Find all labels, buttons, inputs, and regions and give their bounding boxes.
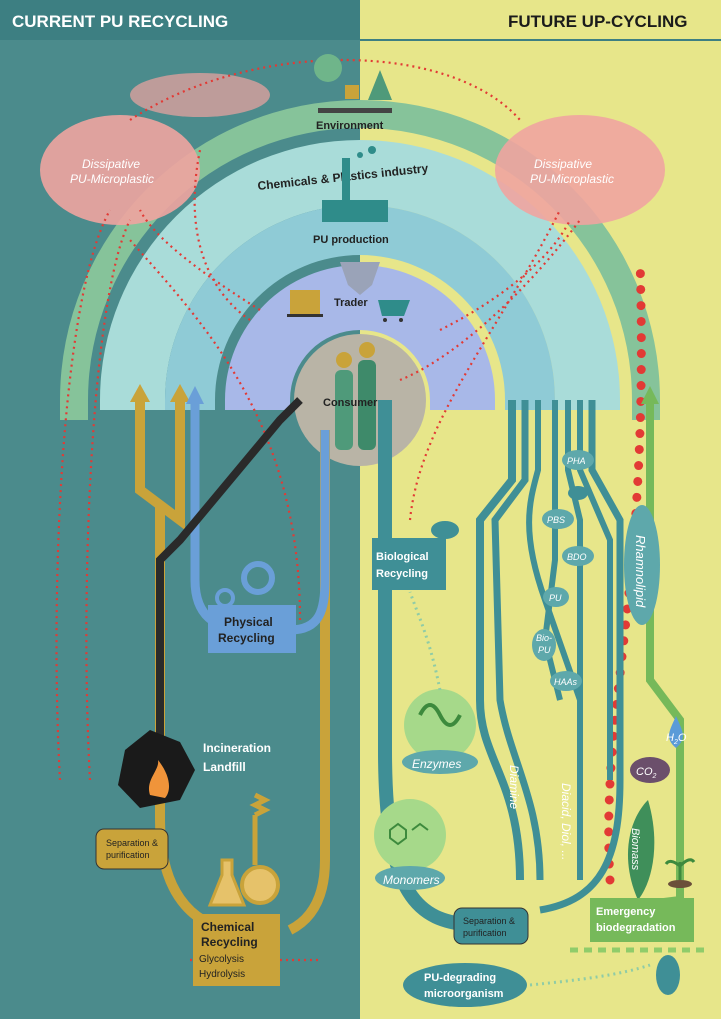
chemical-recycling-box [193,914,280,986]
physical-recycling-label-2: Recycling [218,631,275,645]
bacterium-icon [568,486,588,500]
leaf-icon [627,800,655,900]
factory-icon [322,146,388,222]
trader-label: Trader [334,297,368,309]
shelf-icon [287,290,323,317]
glycolysis-label: Glycolysis [199,954,244,965]
separation-label-right-2: purification [463,928,507,938]
diacid-diol-label: Diacid, Diol, ... [559,783,573,860]
physical-recycling-label-1: Physical [224,615,273,629]
seedling-icon [664,858,696,888]
biological-recycling-box [372,538,446,590]
microplastic-left: Dissipative PU-Microplastic [40,73,270,225]
left-header-title: CURRENT PU RECYCLING [12,12,228,31]
svg-text:PU: PU [549,593,562,603]
production-arc [165,205,555,410]
svg-text:PBS: PBS [547,515,565,525]
emergency-label-2: biodegradation [596,922,676,934]
svg-text:BDO: BDO [567,552,587,562]
microorganism-label-2: microorganism [424,988,504,1000]
pu-degrading-microorganism [403,955,680,1007]
arrow-up-icon [186,386,204,404]
enzymes-bubble [402,689,478,774]
microplastic-left-label-1: Dissipative [82,157,140,171]
monomers-bubble [374,799,446,890]
left-header-bar [0,0,360,40]
consumer-label: Consumer [323,397,378,409]
biological-recycling-label-1: Biological [376,551,429,563]
microplastic-flow-lines [55,58,581,962]
arrow-up-icon [130,384,150,402]
separation-label-left-1: Separation & [106,838,158,848]
industry-arc [100,140,620,410]
waste-line [156,397,303,740]
production-label: PU production [313,234,389,246]
consumer-people-icon [335,342,376,450]
lab-flasks-icon [207,792,280,907]
rhamnolipid-label: Rhamnolipid [633,535,648,608]
svg-text:PU: PU [538,645,551,655]
emergency-label-1: Emergency [596,906,656,918]
arrow-up-icon [641,386,659,404]
microplastic-right-label-1: Dissipative [534,157,592,171]
bacterium-icon [431,521,459,539]
product-bubbles: PHA PBS BDO PU Bio- PU HAAs [532,450,594,691]
physical-recycling-box [208,605,296,653]
hydrolysis-label: Hydrolysis [199,969,245,980]
environment-label: Environment [316,120,384,132]
incineration-label: Incineration [203,741,271,755]
emergency-biodegradation-box [590,898,694,942]
microplastic-right-label-2: PU-Microplastic [530,172,614,186]
microplastic-right: Dissipative PU-Microplastic [495,115,665,225]
co2-cloud-icon [630,757,670,783]
landfill-hole-icon [118,730,195,808]
right-header-title: FUTURE UP-CYCLING [508,12,687,31]
microorganism-flow-line [529,963,651,987]
chemical-recycling-label-1: Chemical [201,920,254,934]
co2-label: CO2 [636,766,657,780]
separation-label-right-1: Separation & [463,916,515,926]
monomers-label: Monomers [383,873,440,887]
rhamnolipid-bubble [624,505,660,625]
biomass-label: Biomass [629,828,641,871]
biological-recycling-label-2: Recycling [376,568,428,580]
h2o-drop-icon [669,716,683,748]
cart-icon [378,300,410,322]
microplastic-left-label-2: PU-Microplastic [70,172,154,186]
microorganism-label-1: PU-degrading [424,972,496,984]
svg-text:PHA: PHA [567,456,586,466]
separation-label-left-2: purification [106,850,150,860]
diamine-label: Diamine [507,765,521,809]
svg-text:Bio-: Bio- [536,633,552,643]
flow-down-arrow [340,262,380,295]
h2o-label: H2O [666,732,687,746]
arrow-up-icon [170,384,190,402]
enzymes-label: Enzymes [412,757,461,771]
environment-icon [314,54,392,113]
chemical-recycling-label-2: Recycling [201,935,258,949]
landfill-label: Landfill [203,760,246,774]
separation-purification-box-left [95,828,169,870]
svg-text:HAAs: HAAs [554,677,578,687]
separation-purification-box-right [453,907,529,945]
